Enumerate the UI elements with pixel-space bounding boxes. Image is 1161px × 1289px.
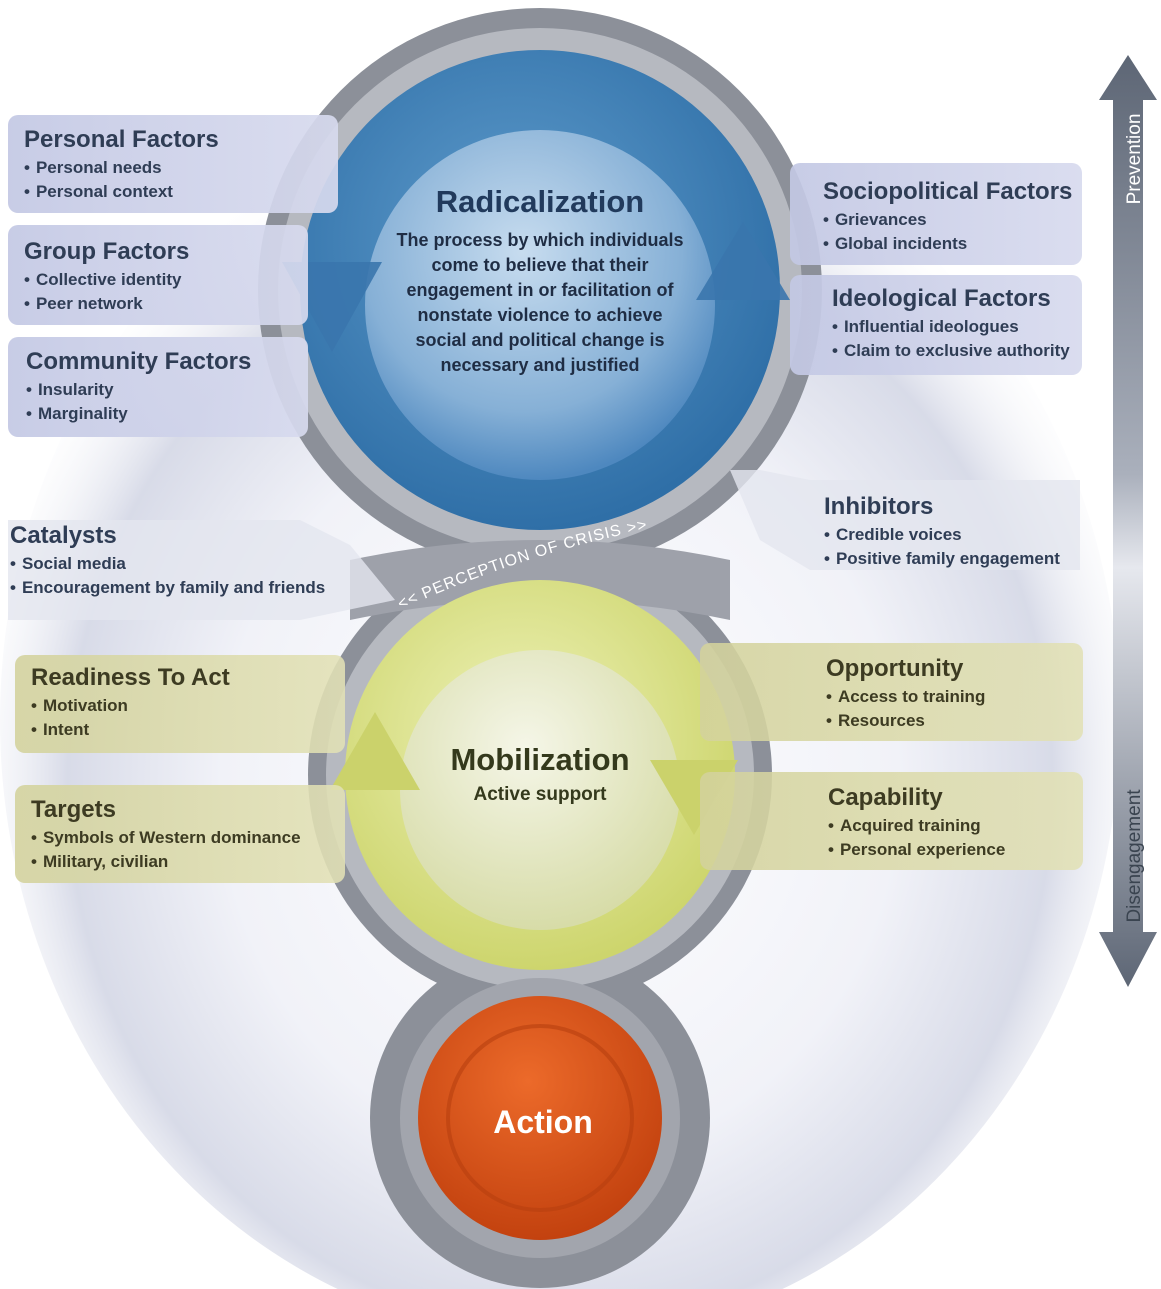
action-disk — [418, 996, 662, 1240]
radicalization-inner-disk — [365, 130, 715, 480]
opportunity-title: Opportunity — [826, 655, 964, 682]
targets-item: Military, civilian — [31, 850, 301, 874]
group-factors-item: Collective identity — [24, 268, 189, 292]
personal-factors-item: Personal needs — [24, 156, 219, 180]
opportunity: Opportunity Access to training Resources — [826, 655, 985, 733]
sociopolitical-factors: Sociopolitical Factors Grievances Global… — [823, 178, 1072, 256]
community-factors: Community Factors Insularity Marginality — [26, 348, 251, 426]
catalysts-item: Encouragement by family and friends — [10, 576, 325, 600]
opportunity-item: Resources — [826, 709, 985, 733]
sociopolitical-factors-item: Global incidents — [823, 232, 1072, 256]
action-inner-ring — [446, 1024, 634, 1212]
capability-item: Personal experience — [828, 838, 1005, 862]
community-factors-item: Insularity — [26, 378, 251, 402]
group-factors-title: Group Factors — [24, 238, 190, 265]
inhibitors-title: Inhibitors — [824, 493, 934, 520]
readiness-to-act-title: Readiness To Act — [31, 664, 230, 691]
catalysts: Catalysts Social media Encouragement by … — [10, 522, 325, 600]
readiness-to-act: Readiness To Act Motivation Intent — [31, 664, 230, 742]
action-title: Action — [493, 1104, 593, 1140]
radicalization-description: The process by which individuals come to… — [396, 230, 684, 375]
targets-item: Symbols of Western dominance — [31, 826, 301, 850]
personal-factors: Personal Factors Personal needs Personal… — [24, 126, 219, 204]
sociopolitical-factors-title: Sociopolitical Factors — [823, 178, 1073, 205]
capability-item: Acquired training — [828, 814, 1005, 838]
mobilization-subtitle: Active support — [473, 784, 607, 805]
community-factors-item: Marginality — [26, 402, 251, 426]
community-factors-title: Community Factors — [26, 348, 252, 375]
inhibitors: Inhibitors Credible voices Positive fami… — [824, 493, 1060, 571]
radicalization-up-arrow-icon — [696, 222, 790, 300]
radicalization-title: Radicalization — [435, 184, 645, 219]
personal-factors-title: Personal Factors — [24, 126, 219, 153]
ideological-factors-item: Claim to exclusive authority — [832, 339, 1070, 363]
sociopolitical-factors-item: Grievances — [823, 208, 1072, 232]
capability-title: Capability — [828, 784, 943, 811]
capability: Capability Acquired training Personal ex… — [828, 784, 1005, 862]
group-factors: Group Factors Collective identity Peer n… — [24, 238, 189, 316]
ideological-factors-title: Ideological Factors — [832, 285, 1051, 312]
opportunity-item: Access to training — [826, 685, 985, 709]
readiness-to-act-item: Intent — [31, 718, 230, 742]
prevention-disengagement-axis-arrow — [1099, 55, 1157, 987]
group-factors-item: Peer network — [24, 292, 189, 316]
personal-factors-item: Personal context — [24, 180, 219, 204]
catalysts-item: Social media — [10, 552, 325, 576]
disengagement-label: Disengagement — [1124, 789, 1145, 923]
ideological-factors-item: Influential ideologues — [832, 315, 1070, 339]
mobilization-up-arrow-icon — [330, 712, 420, 790]
mobilization-title: Mobilization — [450, 742, 630, 777]
catalysts-title: Catalysts — [10, 522, 117, 549]
ideological-factors: Ideological Factors Influential ideologu… — [832, 285, 1070, 363]
readiness-to-act-item: Motivation — [31, 694, 230, 718]
prevention-label: Prevention — [1124, 113, 1145, 205]
targets-title: Targets — [31, 796, 116, 823]
inhibitors-item: Positive family engagement — [824, 547, 1060, 571]
inhibitors-item: Credible voices — [824, 523, 1060, 547]
targets: Targets Symbols of Western dominance Mil… — [31, 796, 301, 874]
mobilization-inner-disk — [400, 650, 680, 930]
